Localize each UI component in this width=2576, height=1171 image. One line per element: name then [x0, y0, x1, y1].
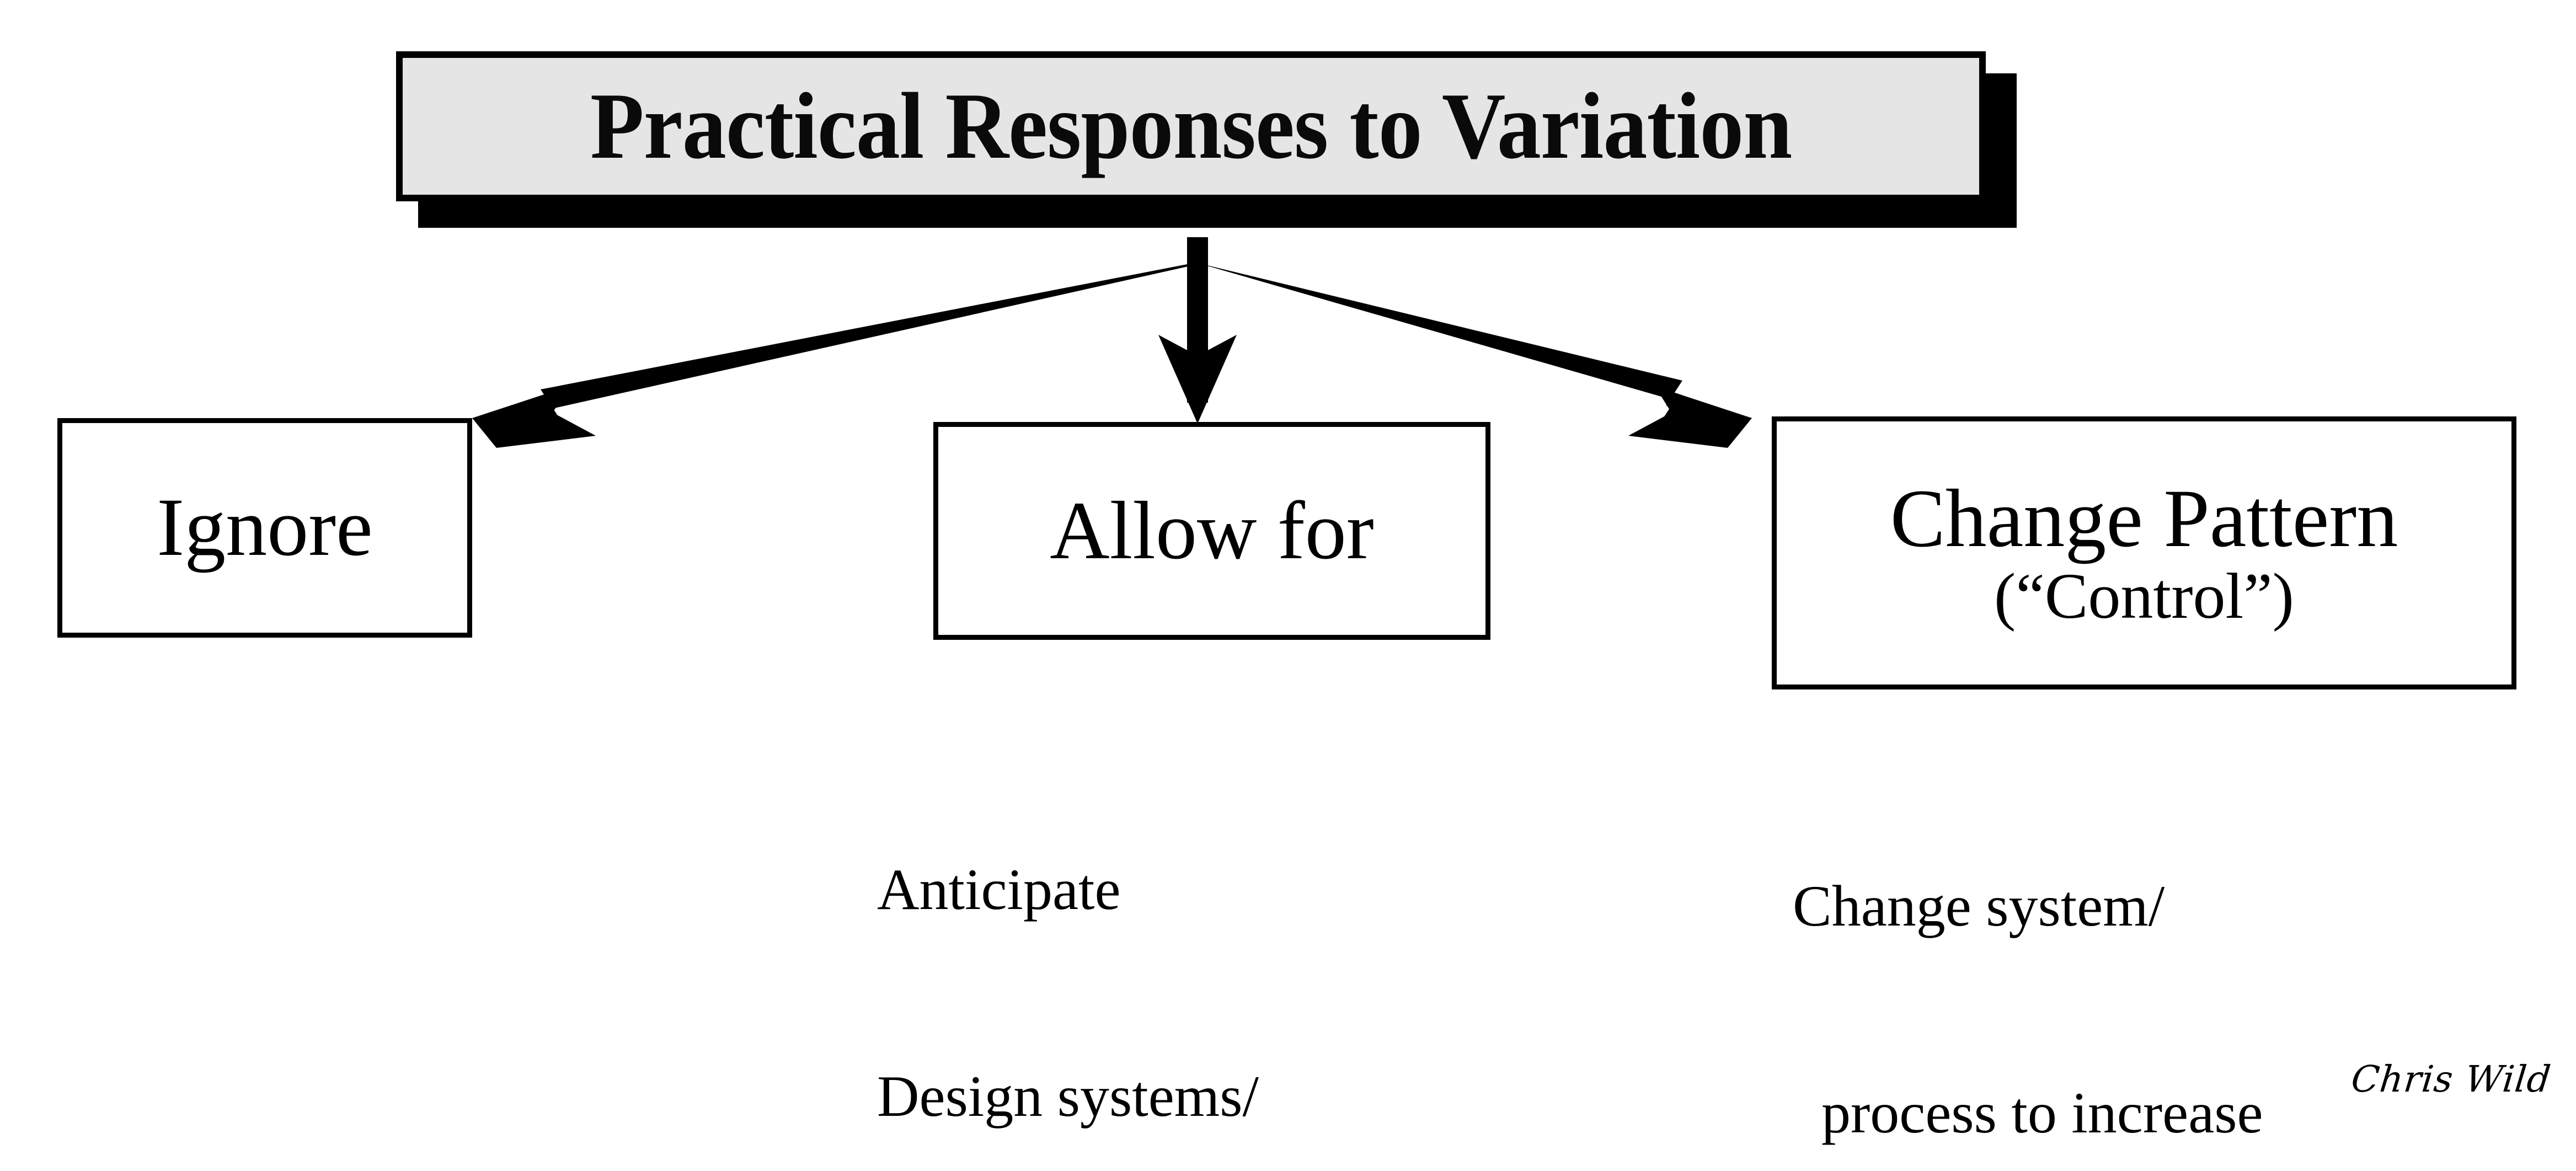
caption-allow-line-2: Design systems/: [877, 1064, 1259, 1129]
node-box-ignore[interactable]: Ignore: [57, 418, 472, 638]
node-label-change-pattern: Change Pattern: [1890, 472, 2398, 564]
page-title: Practical Responses to Variation: [590, 74, 1792, 179]
node-label-ignore: Ignore: [157, 482, 373, 574]
caption-allow-line-1: Anticipate: [877, 857, 1121, 922]
node-sublabel-control: (“Control”): [1994, 560, 2294, 633]
caption-change-line-2: process to increase: [1821, 1081, 2263, 1146]
node-box-change-pattern[interactable]: Change Pattern (“Control”): [1772, 416, 2516, 689]
arrow-to-ignore: [472, 237, 1200, 448]
arrow-to-change-pattern: [1196, 237, 1752, 448]
caption-change-pattern: Change system/ process to increase “desi…: [1793, 734, 2294, 1171]
title-box: Practical Responses to Variation: [396, 51, 1986, 201]
node-label-allow-for: Allow for: [1050, 484, 1374, 576]
node-box-allow-for[interactable]: Allow for: [933, 422, 1490, 640]
caption-change-line-1: Change system/: [1793, 874, 2165, 939]
author-signature: Chris Wild: [2349, 1058, 2554, 1100]
arrow-to-allow-for: [1158, 237, 1237, 424]
caption-allow-for: Anticipate Design systems/ processes/pro…: [877, 717, 1355, 1171]
